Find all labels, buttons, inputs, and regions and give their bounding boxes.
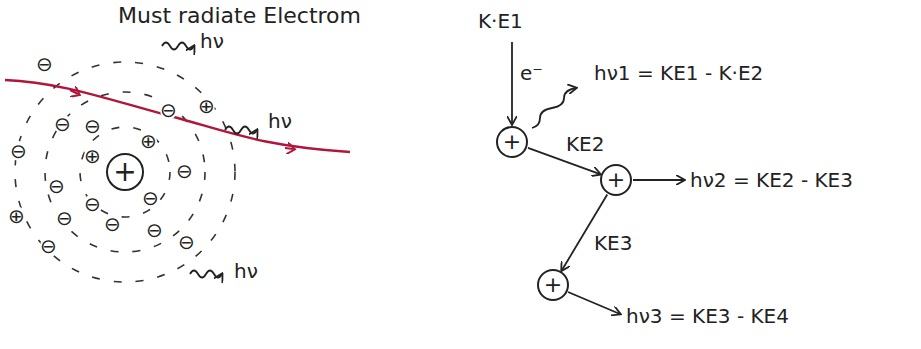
text-label: e⁻ — [520, 62, 543, 84]
path-arrow — [70, 90, 78, 94]
charge-sign: + — [544, 274, 562, 296]
charge-sign: + — [607, 169, 625, 191]
charge-symbol: ⊖ — [40, 236, 57, 256]
proton-circle: + — [496, 126, 528, 158]
proton-circle: + — [537, 269, 569, 301]
charge-symbol: ⊖ — [48, 176, 65, 196]
edge-label: KE3 — [594, 232, 632, 254]
path-arrow — [285, 148, 293, 149]
text-label: hν — [200, 30, 224, 52]
charge-symbol: ⊖ — [36, 54, 53, 74]
text-label: hν1 = KE1 - K·E2 — [594, 62, 763, 84]
charge-symbol: ⊖ — [84, 194, 101, 214]
electron-path — [5, 80, 350, 152]
charge-symbol: ⊕ — [8, 206, 25, 226]
charge-symbol: ⊖ — [178, 232, 195, 252]
photon-waves — [162, 43, 576, 278]
charge-sign: + — [503, 131, 521, 153]
text-label: hν — [268, 110, 292, 132]
edge-label: KE2 — [566, 133, 604, 155]
charge-symbol: ⊖ — [176, 161, 193, 181]
text-label: K·E1 — [478, 10, 523, 32]
charge-symbol: ⊖ — [146, 220, 163, 240]
charge-symbol: ⊕ — [198, 96, 215, 116]
charge-symbol: ⊖ — [56, 208, 73, 228]
charge-symbol: ⊕ — [140, 131, 157, 151]
proton-circle: + — [600, 164, 632, 196]
nucleus-circle: + — [106, 153, 144, 191]
charge-symbol: ⊖ — [142, 188, 159, 208]
charge-symbol: ⊖ — [84, 116, 101, 136]
text-label: hν3 = KE3 - KE4 — [626, 305, 789, 327]
text-label: Must radiate Electrom — [118, 4, 361, 28]
charge-sign: + — [113, 158, 136, 186]
charge-symbol: ⊕ — [84, 146, 101, 166]
orbits — [15, 62, 235, 282]
text-label: hν — [234, 260, 258, 282]
charge-symbol: ⊖ — [160, 100, 177, 120]
charge-symbol: ⊖ — [104, 214, 121, 234]
charge-symbol: ⊖ — [10, 141, 27, 161]
charge-symbol: ⊖ — [54, 114, 71, 134]
text-label: hν2 = KE2 - KE3 — [690, 169, 853, 191]
